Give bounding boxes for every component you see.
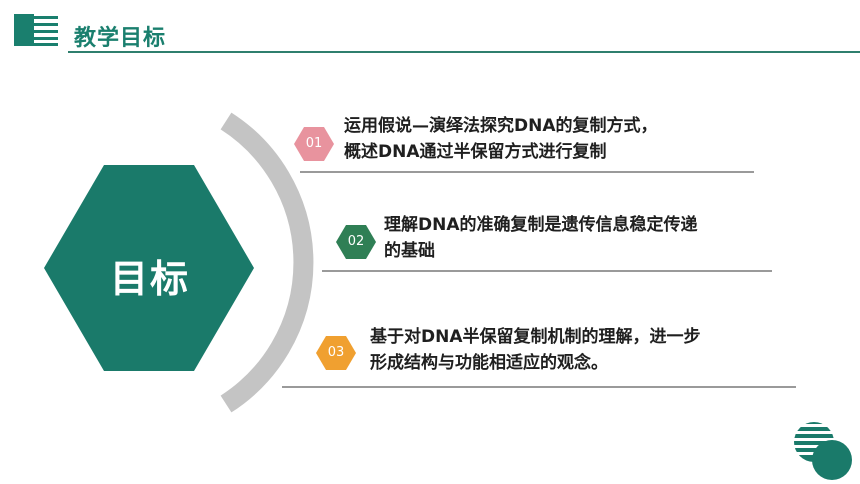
objective-02-line2: 的基础 [384, 241, 435, 261]
objective-01-line2: 概述DNA通过半保留方式进行复制 [344, 142, 607, 162]
objective-01-text: 运用假说—演绎法探究DNA的复制方式， 概述DNA通过半保留方式进行复制 [344, 113, 658, 165]
objective-02-text: 理解DNA的准确复制是遗传信息稳定传递 的基础 [384, 212, 698, 264]
badge-01-hexagon [294, 127, 334, 161]
objective-02-underline [322, 270, 772, 272]
target-hexagon-label: 目标 [109, 257, 190, 301]
page-title: 教学目标 [74, 26, 167, 51]
decorative-arc [220, 112, 314, 413]
badge-03-hexagon [316, 336, 356, 370]
objective-03-line1: 基于对DNA半保留复制机制的理解，进一步 [370, 327, 701, 347]
objective-03-underline [282, 386, 796, 388]
objective-01-underline [300, 171, 754, 173]
header-divider [68, 51, 860, 53]
objective-03-line2: 形成结构与功能相适应的观念。 [370, 353, 608, 373]
corner-decoration-icon [792, 422, 852, 480]
header-logo-icon [14, 14, 58, 46]
objective-03-text: 基于对DNA半保留复制机制的理解，进一步 形成结构与功能相适应的观念。 [370, 324, 701, 376]
objective-01-line1: 运用假说—演绎法探究DNA的复制方式， [344, 116, 658, 136]
badge-01-number: 01 [305, 136, 323, 151]
badge-02-hexagon [336, 225, 376, 259]
badge-02-number: 02 [347, 234, 365, 249]
badge-03-number: 03 [327, 345, 345, 360]
target-hexagon [44, 165, 254, 371]
objective-02-line1: 理解DNA的准确复制是遗传信息稳定传递 [384, 215, 698, 235]
